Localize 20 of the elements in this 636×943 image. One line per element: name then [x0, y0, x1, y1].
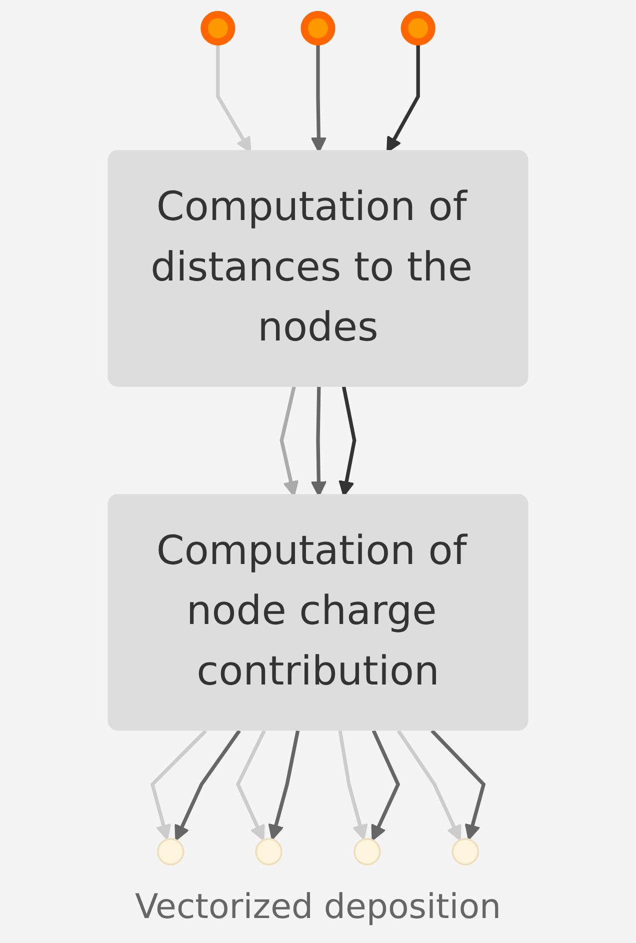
arrow — [338, 386, 356, 497]
arrow — [150, 729, 208, 840]
arrow — [396, 730, 462, 841]
node-circle — [353, 838, 381, 866]
node-circle — [255, 838, 283, 866]
arrow — [338, 730, 368, 840]
node-circle — [300, 10, 336, 46]
caption: Vectorized deposition — [134, 886, 502, 929]
arrow — [280, 386, 299, 497]
node-circle — [452, 838, 480, 866]
arrow — [371, 730, 400, 841]
arrow — [236, 730, 266, 841]
node-circle — [200, 10, 236, 46]
arrow — [430, 729, 486, 840]
arrow — [268, 730, 300, 840]
flow-diagram: Computation of distances to the nodes Computation of node charge contribution — [0, 0, 636, 879]
node-circle — [400, 10, 436, 46]
arrow — [310, 386, 327, 497]
arrow — [174, 730, 241, 841]
node-circle — [156, 838, 184, 866]
